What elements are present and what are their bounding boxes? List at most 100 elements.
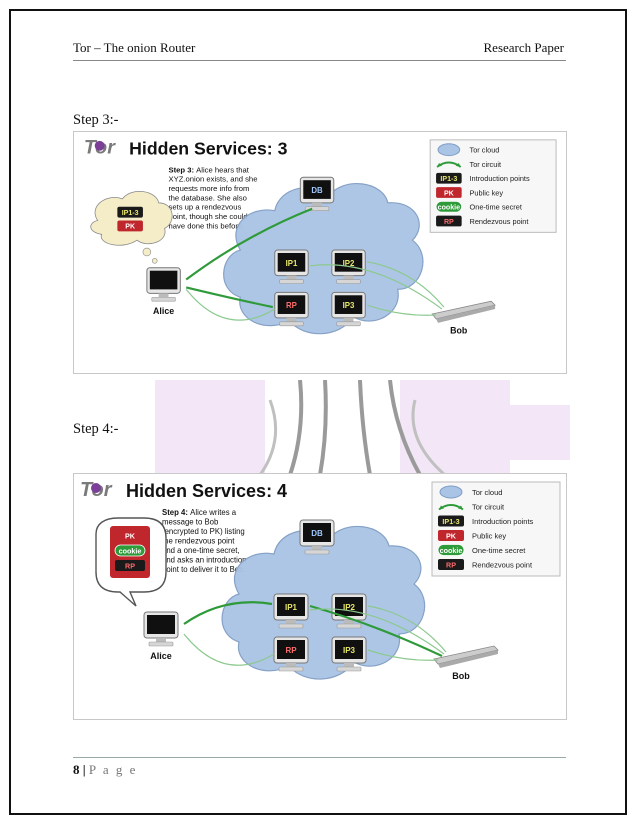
arrow-alice-ip1 xyxy=(183,601,273,625)
arrow-ip1-bob-light xyxy=(309,608,445,655)
bob-computer xyxy=(433,645,499,668)
bob-label: Bob xyxy=(452,671,470,681)
description-line: point, though she could xyxy=(169,212,248,221)
legend-badge: cookie xyxy=(435,200,463,213)
header-doc-type: Research Paper xyxy=(483,40,565,55)
legend-text: One-time secret xyxy=(470,203,522,212)
legend-row: RP Rendezvous point xyxy=(436,215,529,227)
bubble-badge: RP xyxy=(115,560,145,571)
ip3-node-label: IP3 xyxy=(343,646,356,655)
tor-cloud xyxy=(221,525,426,680)
legend-text: One-time secret xyxy=(472,546,526,555)
arrow-alice-rp xyxy=(185,286,274,309)
legend-badge: PK xyxy=(438,530,464,541)
footer-separator: | xyxy=(82,762,86,777)
description-line: the database. She also xyxy=(169,193,247,202)
legend-badge: PK xyxy=(436,187,462,198)
legend-row: Tor circuit xyxy=(436,160,501,169)
svg-text:cookie: cookie xyxy=(119,546,142,555)
svg-text:cookie: cookie xyxy=(438,204,460,212)
arrow-ip2-bob xyxy=(367,261,445,308)
svg-text:cookie: cookie xyxy=(440,546,463,555)
tor-cloud-icon xyxy=(439,485,463,499)
bubble-badge: PK xyxy=(117,220,143,232)
ip1-node: IP1 xyxy=(273,593,309,629)
alice-label: Alice xyxy=(150,651,172,661)
legend-text: Introduction points xyxy=(472,517,534,526)
bubble-badge: IP1-3 xyxy=(117,206,143,218)
description-line: Step 4: Alice writes a xyxy=(162,508,237,517)
page-footer: 8 | P a g e xyxy=(73,762,137,778)
ip2-node-label: IP2 xyxy=(343,603,356,612)
legend-row: IP1-3 Introduction points xyxy=(436,172,530,184)
svg-text:PK: PK xyxy=(444,189,455,197)
svg-text:PK: PK xyxy=(125,223,136,231)
db-node-label: DB xyxy=(311,529,323,538)
ip3-node: IP3 xyxy=(331,291,366,327)
header-divider xyxy=(73,60,566,61)
tor-logo: Tor xyxy=(80,479,113,501)
arrow-ip1-bob xyxy=(309,604,443,657)
bob-label: Bob xyxy=(450,326,468,336)
rp-node-label: RP xyxy=(285,646,297,655)
legend-badge: IP1-3 xyxy=(436,172,462,184)
legend-row: Tor cloud xyxy=(437,143,499,157)
legend-text: Tor circuit xyxy=(472,503,505,512)
alice-computer xyxy=(146,267,181,302)
footer-divider xyxy=(73,757,566,758)
legend-text: Rendezvous point xyxy=(470,217,529,226)
page-border xyxy=(9,9,627,815)
rp-node: RP xyxy=(274,291,309,327)
description-line: message to Bob xyxy=(162,518,219,527)
ip3-node: IP3 xyxy=(331,636,367,672)
tor-cloud-icon xyxy=(437,143,461,157)
ip3-node-label: IP3 xyxy=(343,301,355,310)
legend-text: Rendezvous point xyxy=(472,561,533,570)
db-node: DB xyxy=(299,176,335,211)
arrow-alice-db xyxy=(185,207,313,281)
ip1-node-label: IP1 xyxy=(285,603,298,612)
legend-row: cookie One-time secret xyxy=(435,200,522,213)
step-3-label: Step 3:- xyxy=(73,112,119,128)
svg-text:IP1-3: IP1-3 xyxy=(440,175,457,183)
onion-icon xyxy=(94,140,105,151)
page-number: 8 xyxy=(73,762,80,777)
bubble-badge: cookie xyxy=(114,544,146,557)
svg-text:IP1-3: IP1-3 xyxy=(122,209,139,217)
tor-logo: Tor xyxy=(84,137,116,159)
bubble-badge: PK xyxy=(115,530,145,541)
arrow-alice-light xyxy=(183,633,275,666)
description-line: and a one-time secret, xyxy=(162,546,240,555)
description-line: point to deliver it to Bob. xyxy=(162,565,246,574)
bob-computer xyxy=(431,300,496,323)
legend-badge: RP xyxy=(438,559,464,570)
arrow-ip2-bob xyxy=(367,605,447,653)
alice-label: Alice xyxy=(153,306,174,316)
arrow-ip3-bob xyxy=(367,649,439,661)
tor-cloud xyxy=(223,183,424,335)
arrow-ip1-bob-light xyxy=(310,264,443,310)
description-line: (encrypted to PK) listing xyxy=(162,527,245,536)
legend-badge: RP xyxy=(436,215,462,227)
ip2-node: IP2 xyxy=(331,249,366,284)
alice-computer xyxy=(143,611,179,647)
svg-text:RP: RP xyxy=(125,561,135,570)
onion-watermark xyxy=(155,380,570,475)
legend-row: Tor circuit xyxy=(438,503,505,512)
arrow-alice-light xyxy=(185,289,276,321)
legend-row: Tor cloud xyxy=(439,485,502,499)
legend-text: Tor cloud xyxy=(472,488,502,497)
rp-node: RP xyxy=(273,636,309,672)
page-word: P a g e xyxy=(88,762,138,777)
legend-text: Introduction points xyxy=(470,174,530,183)
ip2-node-label: IP2 xyxy=(343,259,355,268)
db-node-label: DB xyxy=(311,186,323,195)
